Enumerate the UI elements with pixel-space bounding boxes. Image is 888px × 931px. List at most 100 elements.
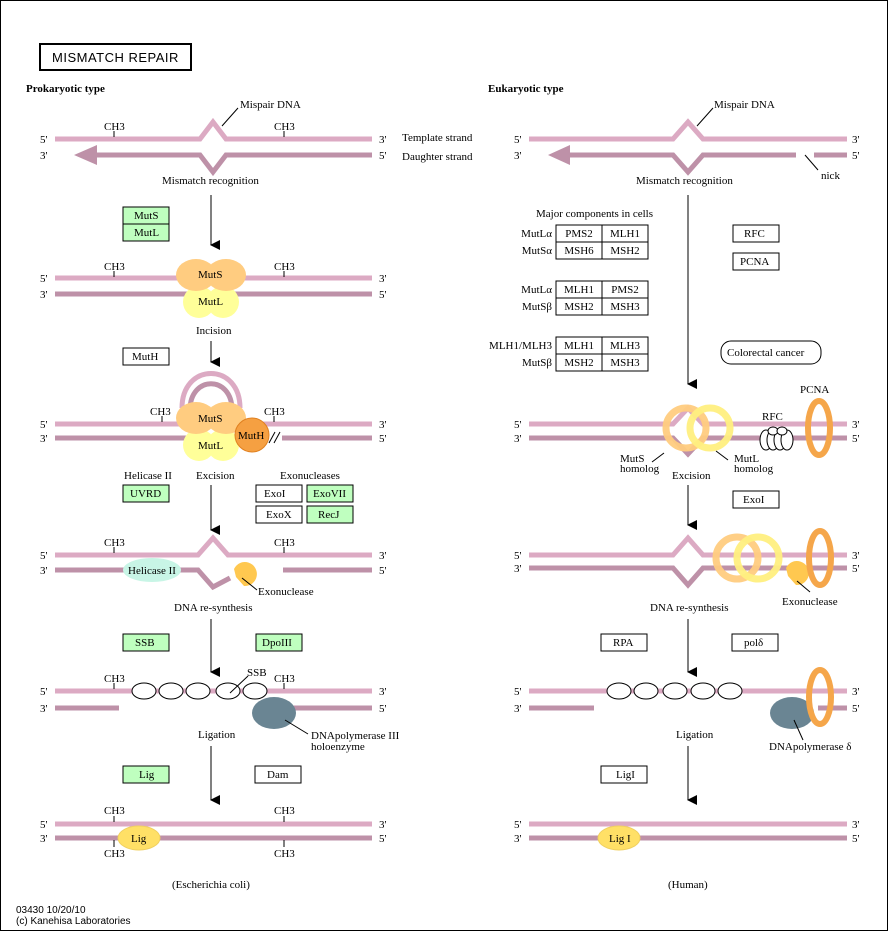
svg-text:ExoVII: ExoVII: [313, 488, 346, 500]
mutl-homolog-icon: [733, 533, 783, 583]
svg-text:polδ: polδ: [744, 637, 763, 649]
svg-text:MLH3: MLH3: [610, 340, 640, 352]
step-resynthesis: DNA re-synthesis: [650, 602, 729, 614]
methyl-label: CH3: [274, 261, 295, 273]
gene-box-msh6[interactable]: MSH6: [555, 241, 603, 260]
polymerase-protein-label: holoenzyme: [311, 741, 365, 753]
end-label: 3': [514, 833, 522, 845]
end-label: 5': [852, 563, 860, 575]
gene-box-pold[interactable]: polδ: [731, 633, 779, 652]
gene-box-mlh1[interactable]: MLH1: [601, 224, 649, 243]
euk-dna-ligated: [529, 821, 847, 851]
daughter-strand-label: Daughter strand: [402, 151, 473, 163]
gene-box-mlh1[interactable]: MLH1: [555, 280, 603, 299]
exonuclease-protein-label: Exonuclease: [782, 596, 838, 608]
end-label: 3': [514, 703, 522, 715]
rpa-protein-icon: [662, 682, 688, 700]
gene-box-msh3[interactable]: MSH3: [601, 297, 649, 316]
end-label: 5': [379, 433, 387, 445]
gene-box-rpa[interactable]: RPA: [600, 633, 648, 652]
eukaryotic-heading: Eukaryotic type: [488, 83, 564, 95]
prok-dna-excision: [55, 534, 372, 591]
euk-dna-homologs: [529, 398, 847, 463]
end-label: 5': [852, 433, 860, 445]
ssb-protein-icon: [215, 682, 241, 700]
step-mismatch-recognition: Mismatch recognition: [162, 175, 259, 187]
ssb-chain: [131, 682, 268, 700]
svg-text:Lig: Lig: [139, 769, 155, 781]
gene-box-exoi[interactable]: ExoI: [255, 484, 303, 503]
gene-box-msh2[interactable]: MSH2: [601, 241, 649, 260]
svg-text:PMS2: PMS2: [565, 228, 593, 240]
end-label: 3': [379, 419, 387, 431]
methyl-label: CH3: [104, 121, 125, 133]
gene-box-pcna[interactable]: PCNA: [732, 252, 780, 271]
end-label: 5': [40, 419, 48, 431]
methyl-label: CH3: [274, 673, 295, 685]
euk-dna-mispair: [529, 107, 847, 176]
step-ligation: Ligation: [198, 729, 236, 741]
gene-box-pms2[interactable]: PMS2: [555, 224, 603, 243]
gene-box-exoi-euk[interactable]: ExoI: [732, 490, 780, 509]
polymerase-protein-label: DNApolymerase δ: [769, 741, 851, 753]
end-label: 5': [514, 134, 522, 146]
gene-box-mlh1[interactable]: MLH1: [555, 336, 603, 355]
svg-text:RFC: RFC: [744, 228, 765, 240]
complex-label: MLH1/MLH3: [489, 340, 552, 352]
gene-box-muts[interactable]: MutS: [122, 206, 170, 225]
gene-box-dam[interactable]: Dam: [254, 765, 302, 784]
end-label: 3': [852, 419, 860, 431]
step-ligation: Ligation: [676, 729, 714, 741]
ssb-protein-label: SSB: [247, 667, 267, 679]
template-strand: [55, 117, 372, 142]
complex-label: MutSβ: [522, 357, 552, 369]
end-label: 3': [40, 150, 48, 162]
pcna-ring-icon: [806, 667, 834, 727]
svg-text:RecJ: RecJ: [318, 509, 340, 521]
gene-box-rfc[interactable]: RFC: [732, 224, 780, 243]
methyl-label: CH3: [104, 537, 125, 549]
gene-box-lig[interactable]: Lig: [122, 765, 170, 784]
methyl-label: CH3: [104, 805, 125, 817]
gene-box-exovii[interactable]: ExoVII: [306, 484, 354, 503]
ssb-protein-icon: [185, 682, 211, 700]
gene-box-mlh3[interactable]: MLH3: [601, 336, 649, 355]
end-label: 5': [40, 134, 48, 146]
muts-homolog-icon: [712, 533, 762, 583]
rpa-protein-icon: [606, 682, 632, 700]
end-label: 5': [379, 565, 387, 577]
mutl-protein-icon: [183, 429, 215, 461]
gene-box-ligi[interactable]: LigI: [600, 765, 648, 784]
euk-dna-excision: [529, 528, 847, 593]
map-id-date: 03430 10/20/10: [16, 905, 86, 916]
gene-box-dpoiii[interactable]: DpoIII: [255, 633, 303, 652]
gene-box-mutl[interactable]: MutL: [122, 223, 170, 242]
svg-text:MLH1: MLH1: [564, 284, 594, 296]
gene-box-msh2[interactable]: MSH2: [555, 353, 603, 372]
complex-label: MutLα: [521, 228, 552, 240]
svg-text:PMS2: PMS2: [611, 284, 639, 296]
template-strand: [55, 534, 372, 558]
gene-box-exox[interactable]: ExoX: [255, 505, 303, 524]
end-label: 3': [379, 550, 387, 562]
helicase-protein-icon: [123, 558, 181, 582]
end-label: 3': [514, 433, 522, 445]
gene-box-pms2[interactable]: PMS2: [601, 280, 649, 299]
gene-box-msh2[interactable]: MSH2: [555, 297, 603, 316]
disease-link-colorectal-cancer[interactable]: Colorectal cancer: [720, 340, 822, 365]
gene-box-uvrd[interactable]: UVRD: [122, 484, 170, 503]
polymerase-protein-label: DNApolymerase III: [311, 730, 400, 742]
nick-label: nick: [821, 170, 840, 182]
end-label: 3': [852, 134, 860, 146]
gene-box-ssb[interactable]: SSB: [122, 633, 170, 652]
gene-box-recj[interactable]: RecJ: [306, 505, 354, 524]
svg-text:Dam: Dam: [267, 769, 289, 781]
polymerase-protein-icon: [770, 697, 814, 729]
muts-homolog-label: homolog: [620, 463, 660, 475]
methyl-label: CH3: [274, 848, 295, 860]
svg-text:MutL: MutL: [134, 227, 159, 239]
gene-box-muth[interactable]: MutH: [122, 347, 170, 366]
exonucleases-group-label: Exonucleases: [280, 470, 340, 482]
gene-box-msh3[interactable]: MSH3: [601, 353, 649, 372]
